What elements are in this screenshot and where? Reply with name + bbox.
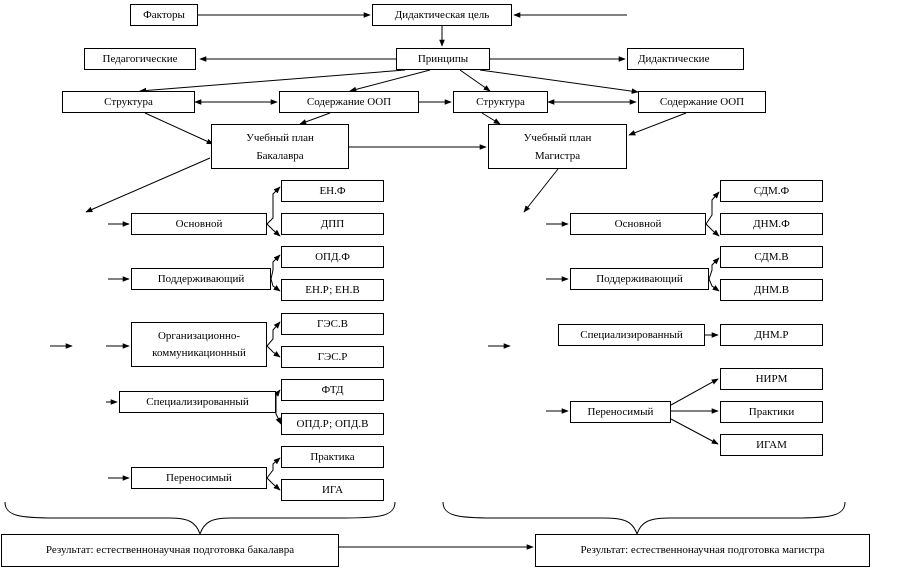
factors-box: Факторы bbox=[130, 4, 198, 26]
practices-box: Практики bbox=[720, 401, 823, 423]
igam-box: ИГАМ bbox=[720, 434, 823, 456]
master-supporting-block: Поддерживающий bbox=[570, 268, 709, 290]
master-specialized-block: Специализированный bbox=[558, 324, 705, 346]
bachelor-content-box: Содержание ООП bbox=[279, 91, 419, 113]
bachelor-org-comm-block: Организационно- коммуникационный bbox=[131, 322, 267, 367]
master-result-box: Результат: естественнонаучная подготовка… bbox=[535, 534, 870, 567]
dnm-r-box: ДНМ.Р bbox=[720, 324, 823, 346]
master-plan-line1: Учебный план bbox=[523, 131, 592, 144]
master-transferable-block: Переносимый bbox=[570, 401, 671, 423]
practice-box: Практика bbox=[281, 446, 384, 468]
sdm-v-box: СДМ.В bbox=[720, 246, 823, 268]
bachelor-plan-line1: Учебный план bbox=[246, 131, 314, 144]
dnm-f-box: ДНМ.Ф bbox=[720, 213, 823, 235]
bachelor-structure-box: Структура bbox=[62, 91, 195, 113]
org-comm-line1: Организационно- bbox=[157, 329, 241, 342]
dnm-v-box: ДНМ.В bbox=[720, 279, 823, 301]
iga-box: ИГА bbox=[281, 479, 384, 501]
bachelor-study-plan-box: Учебный план Бакалавра bbox=[211, 124, 349, 169]
bachelor-basic-block: Основной bbox=[131, 213, 267, 235]
master-content-box: Содержание ООП bbox=[638, 91, 766, 113]
org-comm-line2: коммуникационный bbox=[152, 346, 246, 359]
master-study-plan-box: Учебный план Магистра bbox=[488, 124, 627, 169]
principles-box: Принципы bbox=[396, 48, 490, 70]
pedagogical-box: Педагогические bbox=[84, 48, 196, 70]
en-f-box: ЕН.Ф bbox=[281, 180, 384, 202]
opd-f-box: ОПД.Ф bbox=[281, 246, 384, 268]
ges-v-box: ГЭС.В bbox=[281, 313, 384, 335]
bachelor-plan-line2: Бакалавра bbox=[256, 149, 304, 162]
didactic-box: Дидактические bbox=[627, 48, 744, 70]
bachelor-supporting-block: Поддерживающий bbox=[131, 268, 271, 290]
bachelor-transferable-block: Переносимый bbox=[131, 467, 267, 489]
ftd-box: ФТД bbox=[281, 379, 384, 401]
opd-r-opd-v-box: ОПД.Р; ОПД.В bbox=[281, 413, 384, 435]
en-r-en-v-box: ЕН.Р; ЕН.В bbox=[281, 279, 384, 301]
master-basic-block: Основной bbox=[570, 213, 706, 235]
master-structure-box: Структура bbox=[453, 91, 548, 113]
nirm-box: НИРМ bbox=[720, 368, 823, 390]
bachelor-result-box: Результат: естественнонаучная подготовка… bbox=[1, 534, 339, 567]
ges-r-box: ГЭС.Р bbox=[281, 346, 384, 368]
bachelor-specialized-block: Специализированный bbox=[119, 391, 276, 413]
sdm-f-box: СДМ.Ф bbox=[720, 180, 823, 202]
master-plan-line2: Магистра bbox=[534, 149, 581, 162]
didactic-goal-box: Дидактическая цель bbox=[372, 4, 512, 26]
dpp-box: ДПП bbox=[281, 213, 384, 235]
